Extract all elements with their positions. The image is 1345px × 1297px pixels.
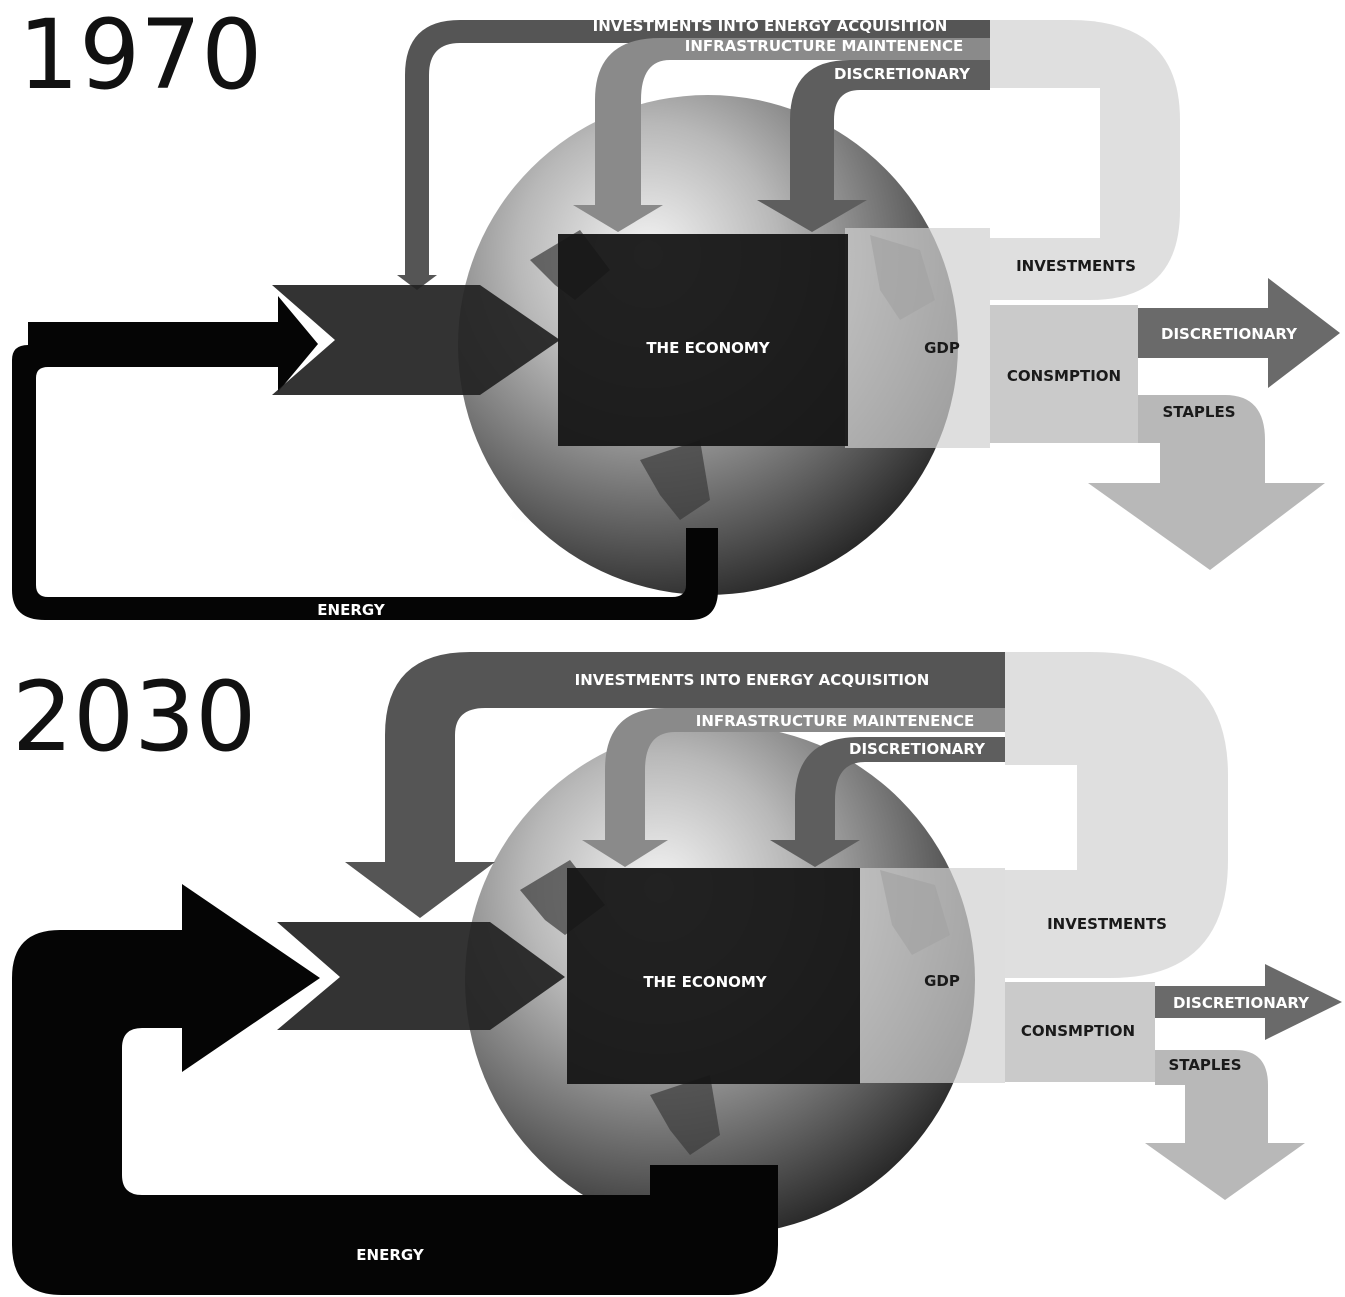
label-staples: STAPLES	[1162, 403, 1235, 421]
label-investments: INVESTMENTS	[1016, 257, 1136, 275]
label-consumption: CONSMPTION	[1021, 1022, 1135, 1040]
staples-arrow	[1088, 395, 1325, 570]
investments-loop-hole	[990, 88, 1100, 238]
label-economy: THE ECONOMY	[643, 973, 767, 991]
discretionary-out-arrow	[1155, 964, 1342, 1040]
energy-loop-arrow	[12, 884, 778, 1295]
economy-box	[567, 868, 860, 1084]
year-title: 1970	[18, 0, 262, 111]
economy-box	[558, 234, 848, 446]
energy-input-chevron	[272, 285, 560, 395]
label-invest-energy: INVESTMENTS INTO ENERGY ACQUISITION	[593, 17, 948, 35]
label-discretionary-out: DISCRETIONARY	[1161, 325, 1298, 343]
label-energy: ENERGY	[317, 601, 386, 619]
energy-input-chevron	[277, 922, 565, 1030]
label-discretionary-top: DISCRETIONARY	[834, 65, 971, 83]
label-infra: INFRASTRUCTURE MAINTENENCE	[685, 37, 964, 55]
label-investments: INVESTMENTS	[1047, 915, 1167, 933]
panel-1970: 1970 INVESTMENTS INTO ENERGY ACQUISITION…	[12, 0, 1340, 620]
panel-2030: 2030 INVESTMENTS INTO ENERGY ACQUISITION…	[12, 652, 1342, 1295]
label-infra: INFRASTRUCTURE MAINTENENCE	[696, 712, 975, 730]
label-energy: ENERGY	[356, 1246, 425, 1264]
investments-loop-hole	[1005, 765, 1077, 870]
investments-loop	[1005, 652, 1228, 978]
consumption-band	[990, 305, 1138, 443]
label-discretionary-top: DISCRETIONARY	[849, 740, 986, 758]
year-title: 2030	[12, 661, 256, 773]
label-staples: STAPLES	[1168, 1056, 1241, 1074]
consumption-band	[1005, 982, 1155, 1082]
infra-arrow	[573, 38, 990, 232]
gdp-band	[845, 228, 990, 448]
label-gdp: GDP	[924, 972, 960, 990]
label-consumption: CONSMPTION	[1007, 367, 1121, 385]
staples-arrow	[1145, 1050, 1305, 1200]
infra-arrow	[582, 708, 1005, 867]
label-gdp: GDP	[924, 339, 960, 357]
gdp-band	[860, 868, 1005, 1083]
energy-loop-arrow	[12, 296, 718, 620]
label-economy: THE ECONOMY	[646, 339, 770, 357]
discretionary-out-arrow	[1138, 278, 1340, 388]
discretionary-top-arrow	[757, 60, 990, 232]
label-invest-energy: INVESTMENTS INTO ENERGY ACQUISITION	[575, 671, 930, 689]
invest-energy-arrow	[345, 652, 1005, 918]
label-discretionary-out: DISCRETIONARY	[1173, 994, 1310, 1012]
discretionary-top-arrow	[770, 737, 1005, 867]
